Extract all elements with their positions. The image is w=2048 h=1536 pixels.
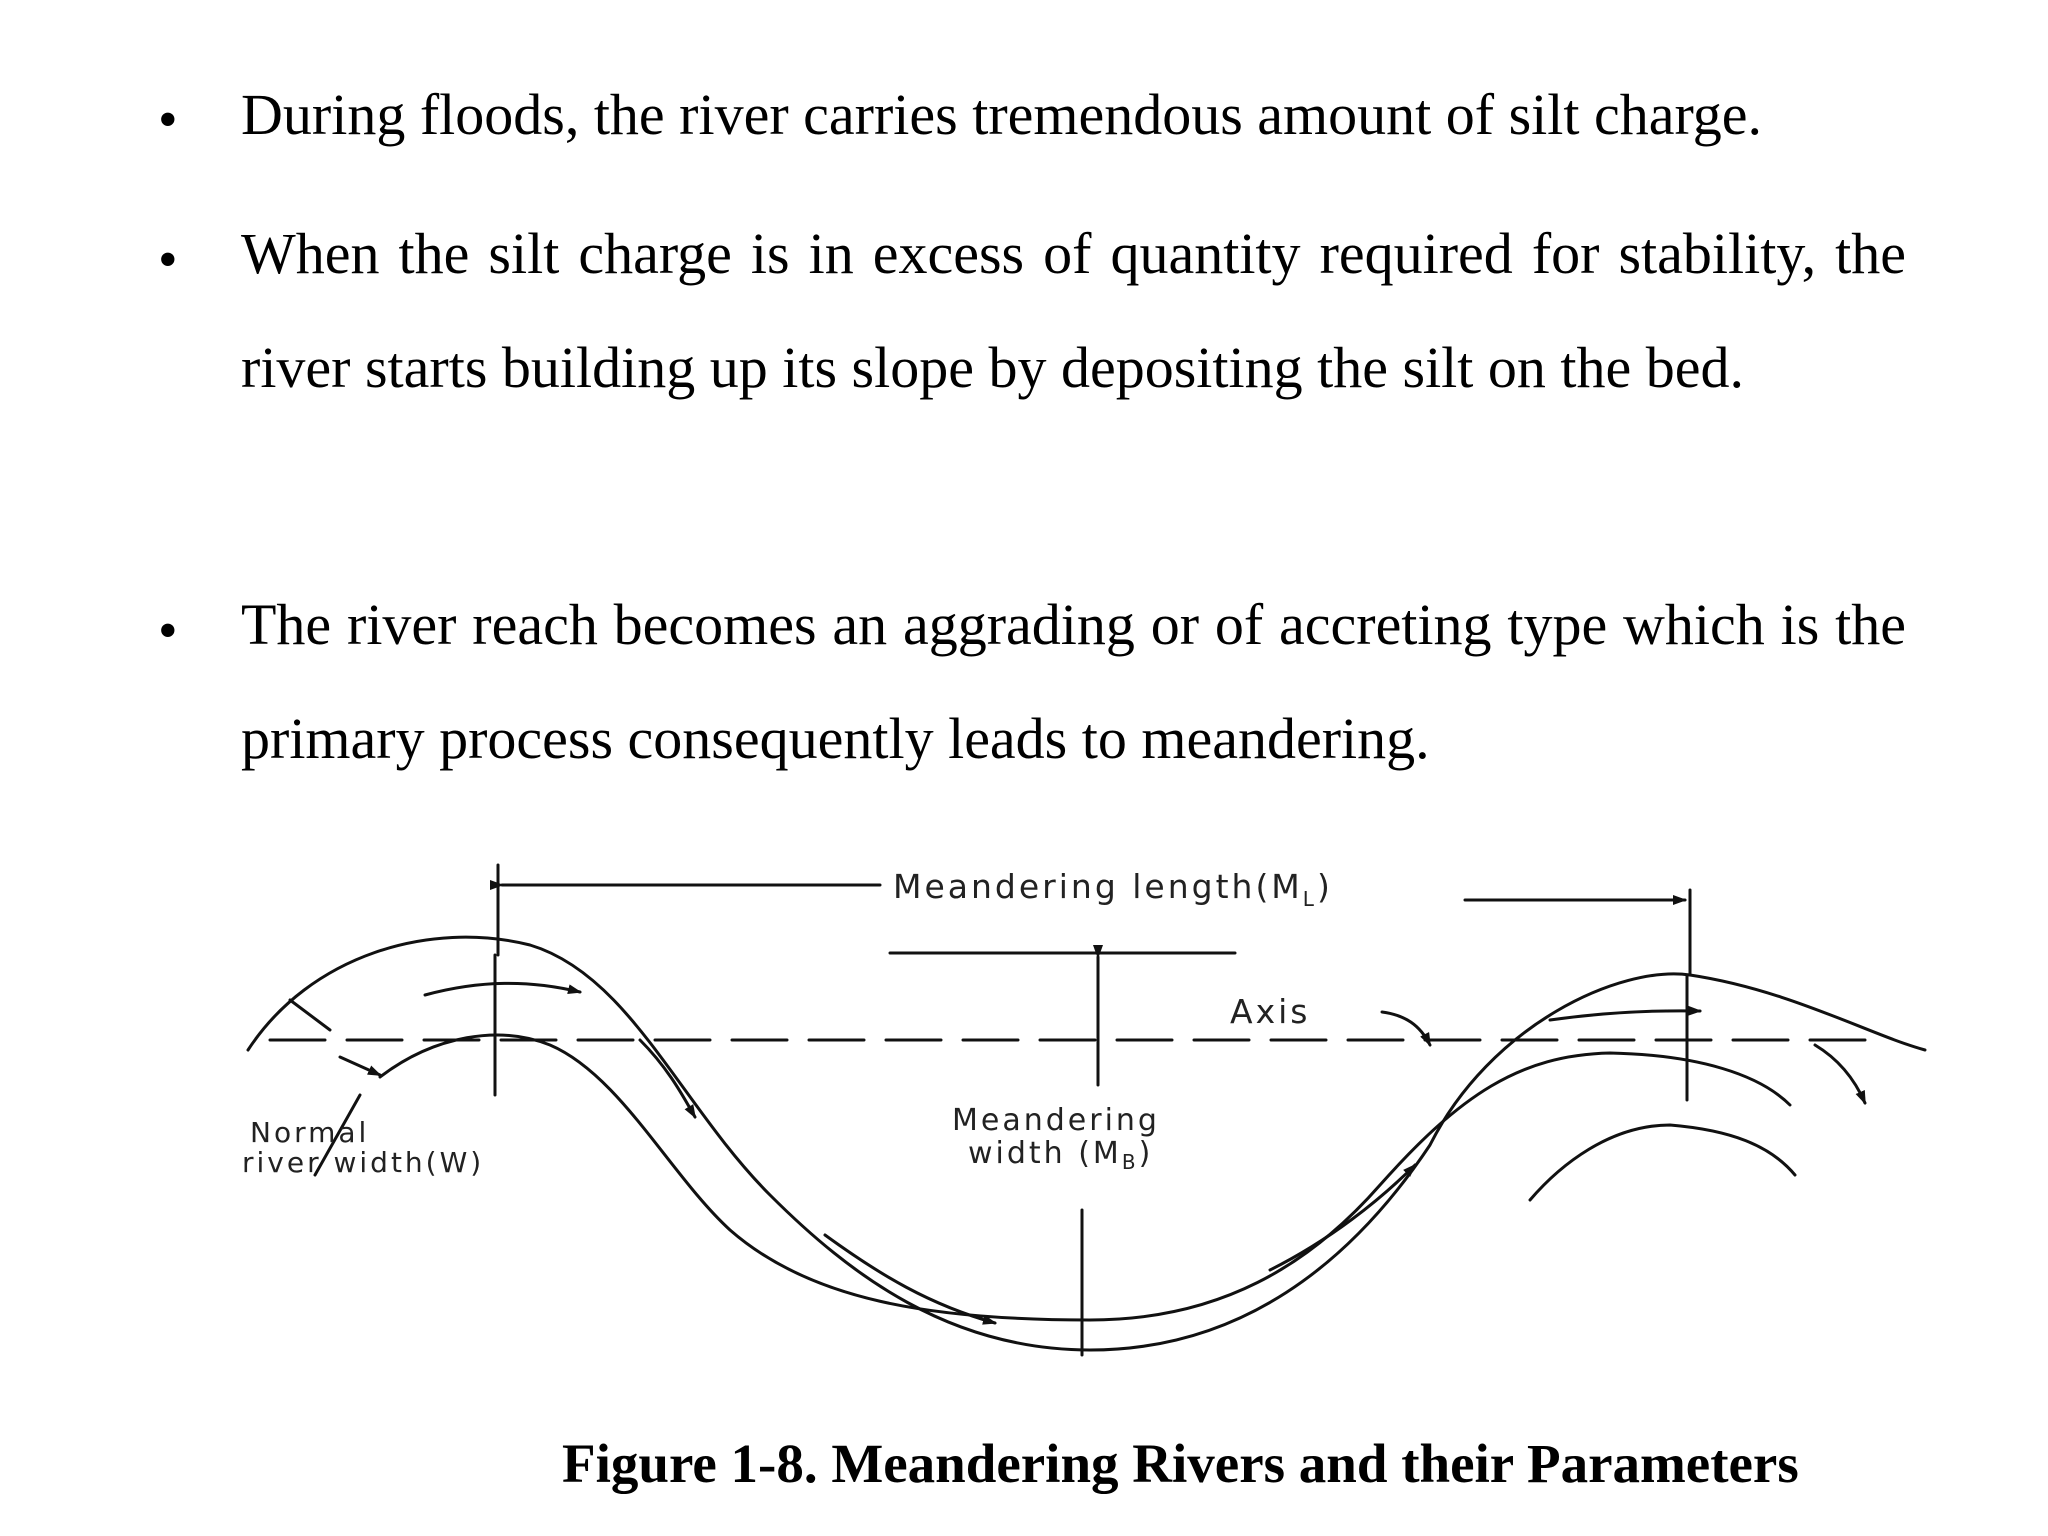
normal-width-arrow-lower <box>338 1055 382 1077</box>
meandering-width-label-line1: Meandering <box>952 1103 1160 1138</box>
bullet-text: The river reach becomes an aggrading or … <box>241 592 1906 771</box>
meandering-width-label-line2: width (MB) <box>968 1136 1153 1174</box>
bullet-text: When the silt charge is in excess of qua… <box>241 221 1906 400</box>
bullet-marker: • <box>158 89 178 151</box>
normal-width-arrow-upper <box>288 998 332 1032</box>
river-right-bank <box>1528 1123 1797 1202</box>
flow-arrow-left-down <box>638 1038 697 1119</box>
flow-arrow-right-down <box>1813 1043 1867 1105</box>
axis-pointer <box>1380 1010 1432 1047</box>
normal-width-label-line2: river width(W) <box>242 1146 484 1179</box>
meandering-river-diagram: Meandering length(ML) Axis Normal river … <box>242 863 1927 1357</box>
river-outer-bank <box>246 935 1927 1352</box>
flow-arrow-top-right <box>1548 1005 1702 1022</box>
bullet-text: During floods, the river carries tremend… <box>241 82 1762 147</box>
flow-arrow-top-left <box>423 981 582 997</box>
meandering-length-label: Meandering length(ML) <box>893 867 1333 911</box>
normal-width-pointer <box>313 1093 362 1177</box>
flow-arrow-bottom-left <box>823 1233 997 1325</box>
figure-caption: Figure 1-8. Meandering Rivers and their … <box>562 1433 1799 1494</box>
flow-arrow-bottom-right <box>1268 1163 1417 1272</box>
river-inner-bank <box>378 1033 1792 1322</box>
normal-width-label-line1: Normal <box>250 1116 369 1149</box>
bullet-marker: • <box>158 600 178 662</box>
meandering-river-figure: Meandering length(ML) Axis Normal river … <box>230 845 1930 1385</box>
bullet-marker: • <box>158 229 178 291</box>
axis-label: Axis <box>1230 992 1310 1031</box>
